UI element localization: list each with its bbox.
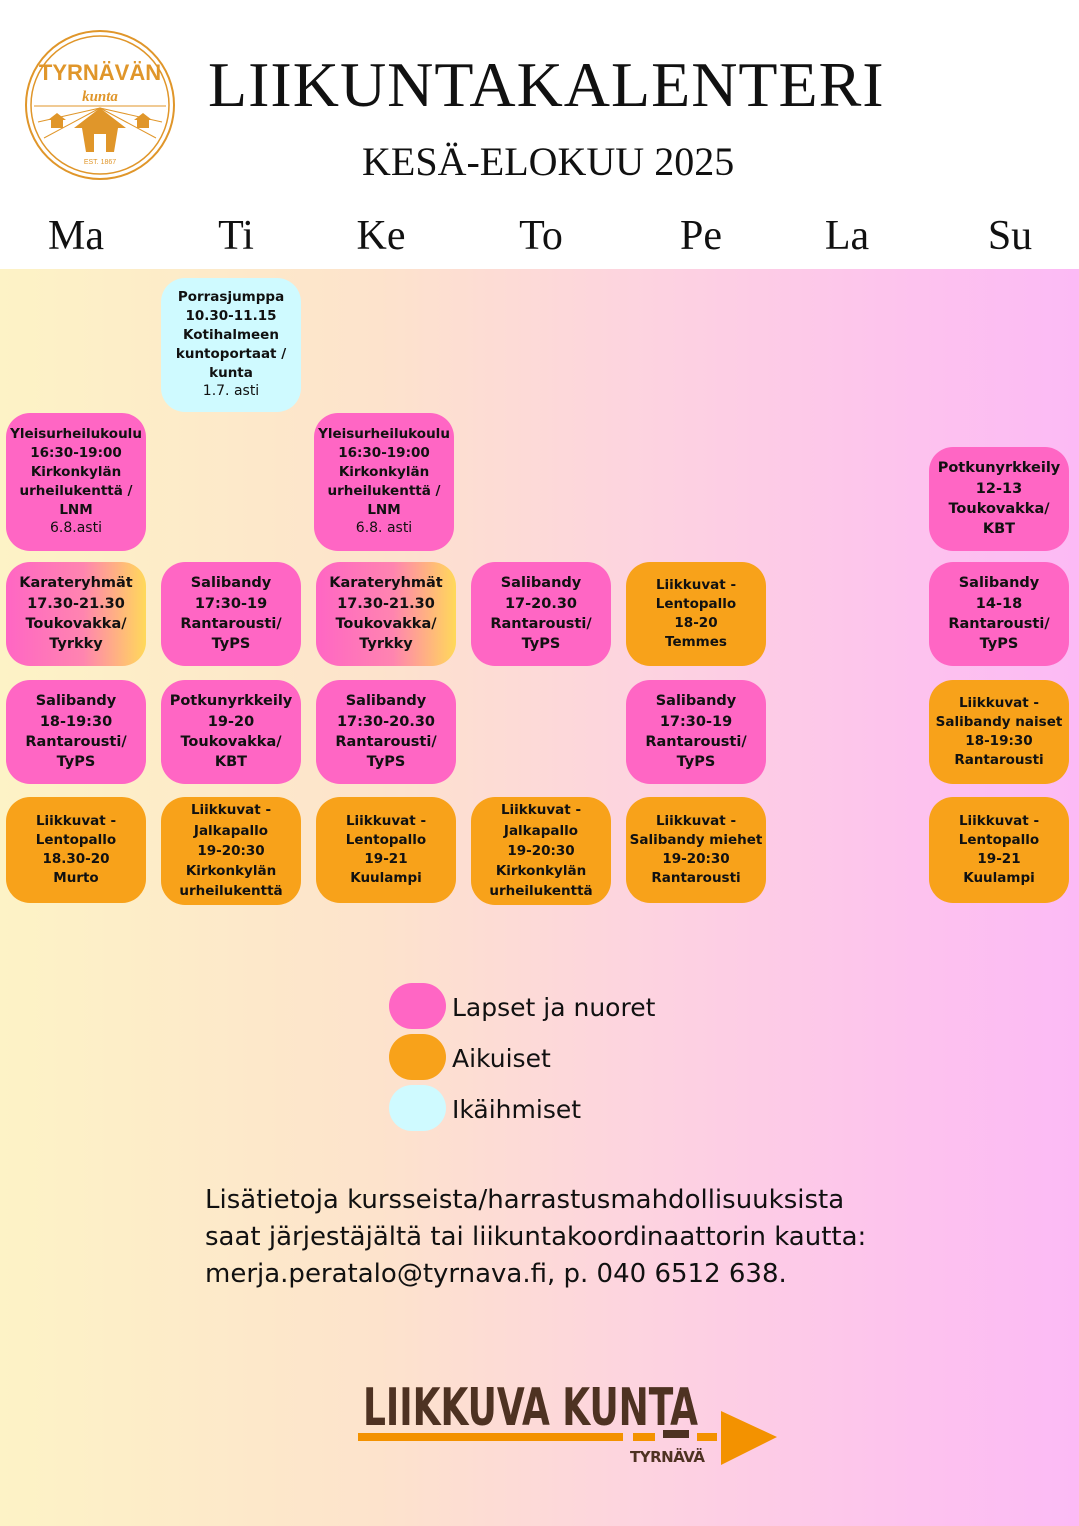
activity-card: Yleisurheilukoulu 16:30-19:00 Kirkonkylä… bbox=[314, 413, 454, 551]
activity-card: Liikkuvat - Jalkapallo 19-20:30 Kirkonky… bbox=[161, 797, 301, 905]
activity-card: Salibandy 18-19:30 Rantarousti/ TyPS bbox=[6, 680, 146, 784]
activity-text: Liikkuvat - Salibandy naiset 18-19:30 Ra… bbox=[935, 695, 1063, 768]
page-title: LIIKUNTAKALENTERI bbox=[208, 49, 885, 120]
activity-text: Liikkuvat - Lentopallo 18.30-20 Murto bbox=[35, 813, 117, 886]
svg-text:LIIKKUVA KUNTA: LIIKKUVA KUNTA bbox=[363, 1378, 698, 1438]
legend-label-adults: Aikuiset bbox=[452, 1044, 551, 1073]
activity-text: Salibandy 17-20.30 Rantarousti/ TyPS bbox=[490, 575, 592, 653]
activity-text: Liikkuvat - Lentopallo 19-21 Kuulampi bbox=[345, 813, 427, 886]
legend-swatch-adults bbox=[389, 1034, 446, 1080]
liikkuva-kunta-logo: LIIKKUVA KUNTA bbox=[358, 1378, 777, 1465]
contact-info: Lisätietoja kursseista/harrastusmahdolli… bbox=[205, 1185, 867, 1289]
activity-text: Salibandy 18-19:30 Rantarousti/ TyPS bbox=[25, 693, 127, 771]
day-header-la: La bbox=[824, 213, 870, 259]
activity-text: Potkunyrkkeily 19-20 Toukovakka/ KBT bbox=[169, 693, 293, 771]
activity-text: Porrasjumppa 10.30-11.15 Kotihalmeen kun… bbox=[175, 288, 287, 381]
activity-text: Salibandy 17:30-19 Rantarousti/ TyPS bbox=[180, 575, 282, 653]
activity-card: Liikkuvat - Lentopallo 19-21 Kuulampi bbox=[316, 797, 456, 903]
activity-text: Potkunyrkkeily 12-13 Toukovakka/ KBT bbox=[937, 460, 1061, 538]
svg-text:EST. 1867: EST. 1867 bbox=[84, 159, 116, 166]
day-header-ma: Ma bbox=[48, 213, 104, 259]
activity-text: Salibandy 14-18 Rantarousti/ TyPS bbox=[948, 575, 1050, 653]
activity-text: Liikkuvat - Jalkapallo 19-20:30 Kirkonky… bbox=[179, 802, 283, 900]
activity-card: Salibandy 17:30-19 Rantarousti/ TyPS bbox=[161, 562, 301, 666]
activity-card: Liikkuvat - Salibandy miehet 19-20:30 Ra… bbox=[626, 797, 766, 903]
activity-text: Liikkuvat - Lentopallo 19-21 Kuulampi bbox=[958, 813, 1040, 886]
activity-card: Liikkuvat - Jalkapallo 19-20:30 Kirkonky… bbox=[471, 797, 611, 905]
activity-text: Yleisurheilukoulu 16:30-19:00 Kirkonkylä… bbox=[318, 425, 450, 518]
activity-card: Karateryhmät 17.30-21.30 Toukovakka/ Tyr… bbox=[6, 562, 146, 666]
activity-card: Liikkuvat - Lentopallo 18-20 Temmes bbox=[626, 562, 766, 666]
activity-note: 6.8.asti bbox=[50, 520, 102, 537]
activity-card: Yleisurheilukoulu 16:30-19:00 Kirkonkylä… bbox=[6, 413, 146, 551]
day-header-to: To bbox=[519, 213, 563, 259]
activity-text: Karateryhmät 17.30-21.30 Toukovakka/ Tyr… bbox=[329, 575, 443, 653]
legend-swatch-seniors bbox=[389, 1085, 446, 1131]
day-header-ke: Ke bbox=[356, 213, 406, 259]
page-subtitle: KESÄ-ELOKUU 2025 bbox=[362, 139, 735, 184]
day-header-ti: Ti bbox=[218, 213, 254, 259]
liikkuva-kunta-logo-subtitle: TYRNÄVÄ bbox=[630, 1448, 705, 1466]
activity-card: Salibandy 14-18 Rantarousti/ TyPS bbox=[929, 562, 1069, 666]
day-header-su: Su bbox=[987, 213, 1033, 259]
activity-card: Salibandy 17:30-19 Rantarousti/ TyPS bbox=[626, 680, 766, 784]
day-header-pe: Pe bbox=[680, 213, 722, 259]
svg-text:TYRNÄVÄN: TYRNÄVÄN bbox=[39, 60, 161, 85]
svg-text:kunta: kunta bbox=[82, 89, 118, 105]
arrow-head-icon bbox=[721, 1411, 777, 1465]
legend-label-children: Lapset ja nuoret bbox=[452, 993, 656, 1022]
activity-card: Potkunyrkkeily 19-20 Toukovakka/ KBT bbox=[161, 680, 301, 784]
activity-text: Liikkuvat - Jalkapallo 19-20:30 Kirkonky… bbox=[489, 802, 593, 900]
activity-card: Karateryhmät 17.30-21.30 Toukovakka/ Tyr… bbox=[316, 562, 456, 666]
activity-card: Potkunyrkkeily 12-13 Toukovakka/ KBT bbox=[929, 447, 1069, 551]
activity-card: Salibandy 17-20.30 Rantarousti/ TyPS bbox=[471, 562, 611, 666]
tyrnava-logo: TYRNÄVÄN kunta EST. 1867 bbox=[25, 30, 175, 180]
activity-text: Liikkuvat - Lentopallo 18-20 Temmes bbox=[655, 577, 737, 650]
activity-text: Karateryhmät 17.30-21.30 Toukovakka/ Tyr… bbox=[19, 575, 133, 653]
legend-label-seniors: Ikäihmiset bbox=[452, 1095, 582, 1124]
activity-card: Liikkuvat - Lentopallo 18.30-20 Murto bbox=[6, 797, 146, 903]
activity-text: Salibandy 17:30-20.30 Rantarousti/ TyPS bbox=[335, 693, 437, 771]
legend-swatch-children bbox=[389, 983, 446, 1029]
activity-note: 1.7. asti bbox=[202, 383, 260, 400]
activity-text: Salibandy 17:30-19 Rantarousti/ TyPS bbox=[645, 693, 747, 771]
activity-card: Liikkuvat - Salibandy naiset 18-19:30 Ra… bbox=[929, 680, 1069, 784]
activity-text: Liikkuvat - Salibandy miehet 19-20:30 Ra… bbox=[629, 813, 763, 886]
activity-card: Salibandy 17:30-20.30 Rantarousti/ TyPS bbox=[316, 680, 456, 784]
activity-text: Yleisurheilukoulu 16:30-19:00 Kirkonkylä… bbox=[10, 425, 142, 518]
activity-card: Porrasjumppa 10.30-11.15 Kotihalmeen kun… bbox=[161, 278, 301, 412]
activity-note: 6.8. asti bbox=[355, 520, 413, 537]
activity-card: Liikkuvat - Lentopallo 19-21 Kuulampi bbox=[929, 797, 1069, 903]
